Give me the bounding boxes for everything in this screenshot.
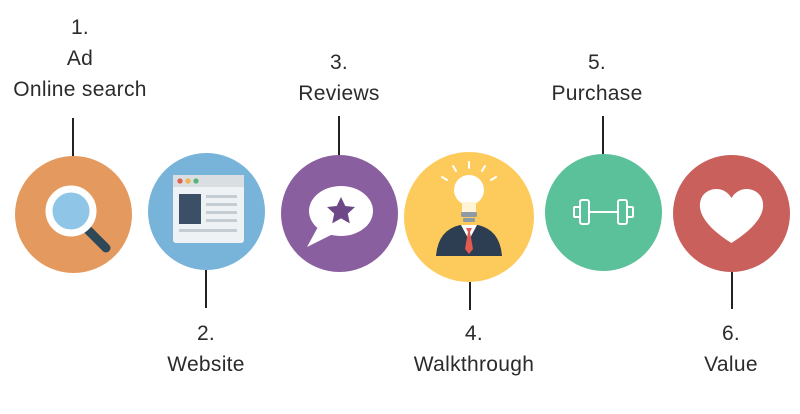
businessman-lightbulb-icon [436,161,502,256]
heart-icon [699,189,764,243]
step-5-number: 5. [587,51,607,74]
step-1-label: 1. Ad Online search [13,12,146,105]
step-5-label: 5. Purchase [551,47,642,109]
step-4-circle [404,152,534,282]
step-1-circle [15,156,132,273]
step-6-connector [731,272,733,309]
step-1-line-1: Ad [66,47,94,70]
step-3-connector [338,116,340,157]
step-4-line-1: Walkthrough [413,353,535,376]
magnifier-icon [45,185,111,253]
step-6-line-1: Value [704,353,758,376]
step-6-circle [673,155,790,272]
step-2-connector [205,270,207,308]
step-3-label: 3. Reviews [298,47,379,109]
browser-window-icon [173,175,244,243]
step-1-line-2: Online search [13,78,147,101]
step-1-number: 1. [70,16,90,39]
step-2-circle [148,153,265,270]
step-2-line-1: Website [167,353,245,376]
step-3-line-1: Reviews [298,82,380,105]
step-1-connector [72,118,74,158]
star-speech-bubble-icon [307,186,373,247]
step-5-connector [602,116,604,156]
step-3-number: 3. [329,51,349,74]
step-3-circle [281,155,398,272]
step-4-number: 4. [464,322,484,345]
step-6-number: 6. [721,322,741,345]
step-5-line-1: Purchase [551,82,643,105]
step-6-label: 6. Value [704,318,758,380]
step-4-label: 4. Walkthrough [414,318,534,380]
step-2-label: 2. Website [167,318,245,380]
step-2-number: 2. [196,322,216,345]
dumbbell-icon [573,199,634,225]
step-5-circle [545,154,662,271]
step-4-connector [469,282,471,310]
